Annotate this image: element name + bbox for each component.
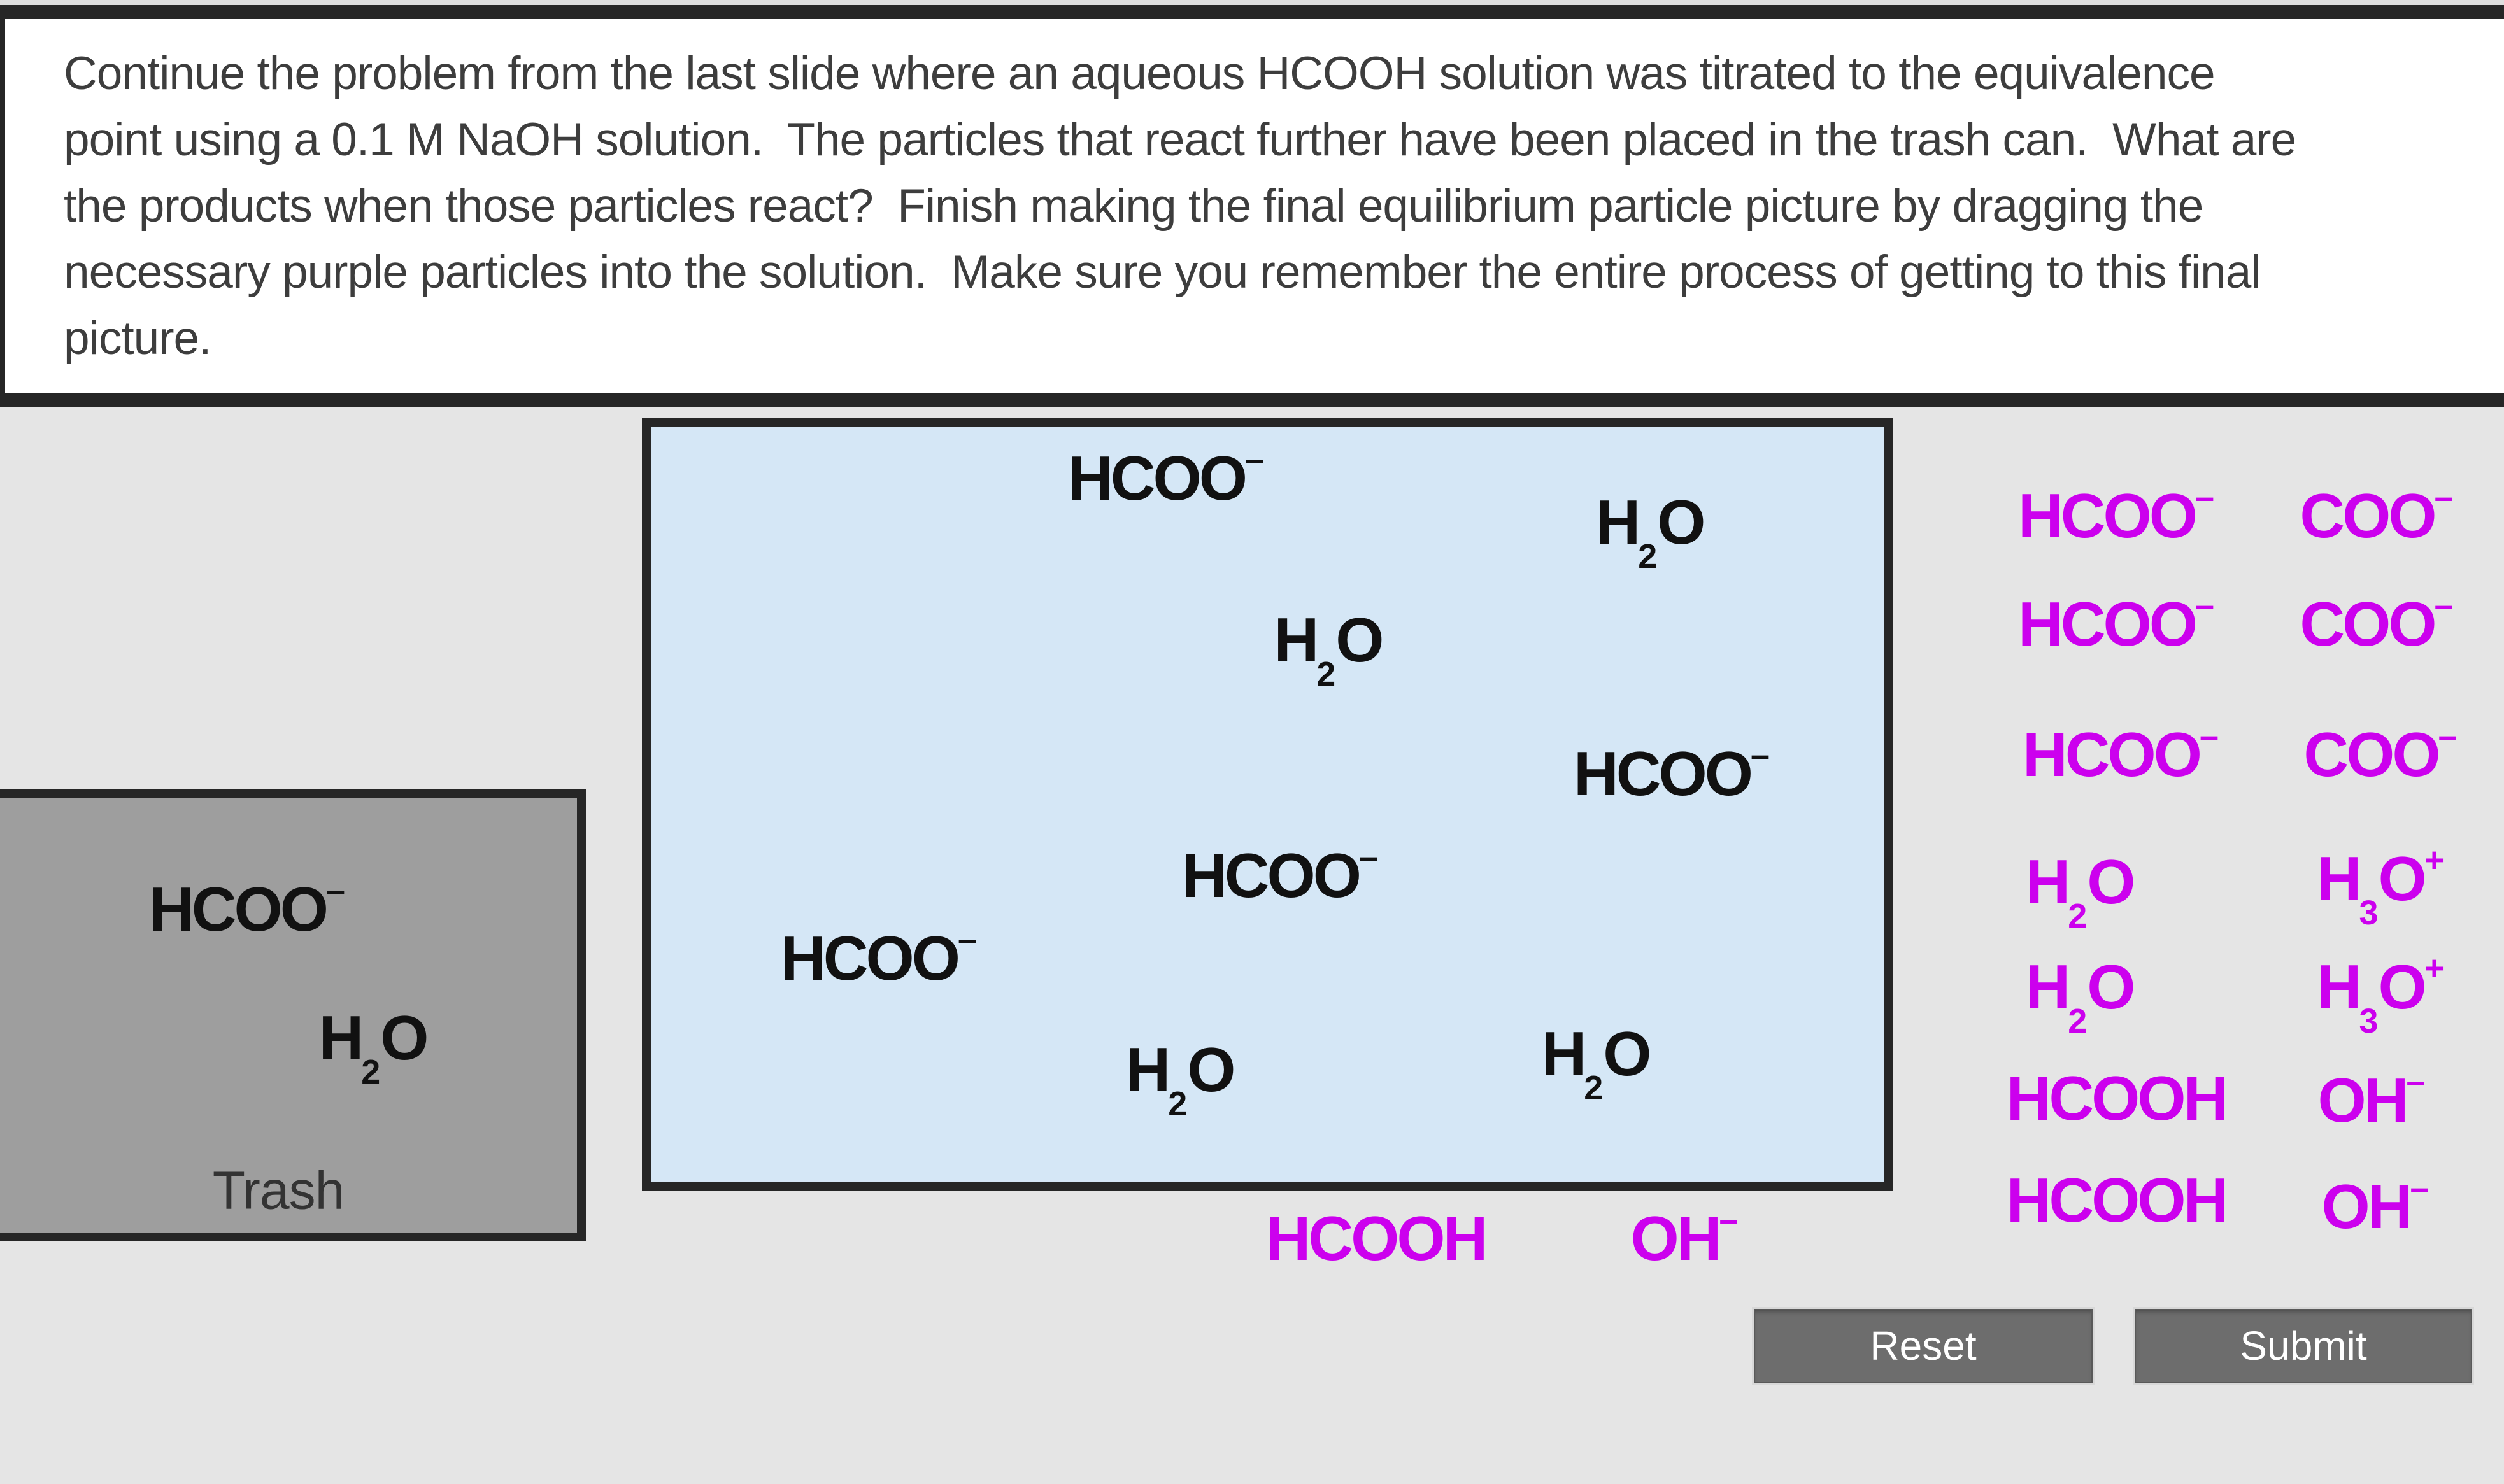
particle-coo-minus[interactable]: COO– xyxy=(2303,716,2458,789)
particle-h2o[interactable]: H2O xyxy=(1595,487,1706,576)
reset-button[interactable]: Reset xyxy=(1754,1309,2093,1383)
particle-hcoo-minus[interactable]: HCOO– xyxy=(1068,440,1264,513)
particle-hcooh[interactable]: HCOOH xyxy=(1265,1203,1488,1273)
particle-hcoo-minus[interactable]: HCOO– xyxy=(2023,716,2219,789)
particle-h2o[interactable]: H2O xyxy=(1274,605,1384,693)
particle-hcoo-minus[interactable]: HCOO– xyxy=(1182,837,1378,910)
particle-h2o[interactable]: H2O xyxy=(318,1003,429,1091)
top-strip xyxy=(0,0,2504,5)
instruction-line: picture. xyxy=(64,313,211,364)
instruction-line: Continue the problem from the last slide… xyxy=(64,48,2216,99)
particle-hcooh[interactable]: HCOOH xyxy=(2006,1165,2229,1235)
particle-oh-minus[interactable]: OH– xyxy=(2317,1062,2426,1135)
instruction-line: necessary purple particles into the solu… xyxy=(64,246,2261,298)
trash-label: Trash xyxy=(212,1160,345,1220)
particle-h2o[interactable]: H2O xyxy=(1125,1035,1236,1123)
instruction-line: the products when those particles react?… xyxy=(64,180,2203,232)
particle-hcoo-minus[interactable]: HCOO– xyxy=(2018,586,2214,659)
instruction-panel: Continue the problem from the last slide… xyxy=(0,19,2504,393)
particle-h2o[interactable]: H2O xyxy=(2025,847,2136,935)
particle-hcoo-minus[interactable]: HCOO– xyxy=(2018,477,2214,551)
particle-h3o-plus[interactable]: H3O+ xyxy=(2316,949,2445,1040)
particle-h2o[interactable]: H2O xyxy=(2025,952,2136,1040)
trash-box-drop-target[interactable] xyxy=(0,789,586,1241)
instruction-line: point using a 0.1 M NaOH solution. The p… xyxy=(64,114,2296,166)
particle-coo-minus[interactable]: COO– xyxy=(2300,586,2454,659)
top-border-bar xyxy=(0,5,2504,19)
particle-hcooh[interactable]: HCOOH xyxy=(2006,1063,2229,1133)
solution-box-drop-target[interactable] xyxy=(642,418,1893,1191)
particle-h2o[interactable]: H2O xyxy=(1541,1019,1652,1107)
particle-hcoo-minus[interactable]: HCOO– xyxy=(1574,735,1770,809)
particle-oh-minus[interactable]: OH– xyxy=(2321,1168,2429,1241)
particle-hcoo-minus[interactable]: HCOO– xyxy=(149,871,345,944)
separator-bar xyxy=(0,393,2504,407)
submit-button[interactable]: Submit xyxy=(2135,1309,2472,1383)
particle-oh-minus[interactable]: OH– xyxy=(1630,1200,1739,1273)
particle-coo-minus[interactable]: COO– xyxy=(2300,477,2454,551)
particle-h3o-plus[interactable]: H3O+ xyxy=(2316,840,2445,932)
particle-hcoo-minus[interactable]: HCOO– xyxy=(781,920,977,993)
